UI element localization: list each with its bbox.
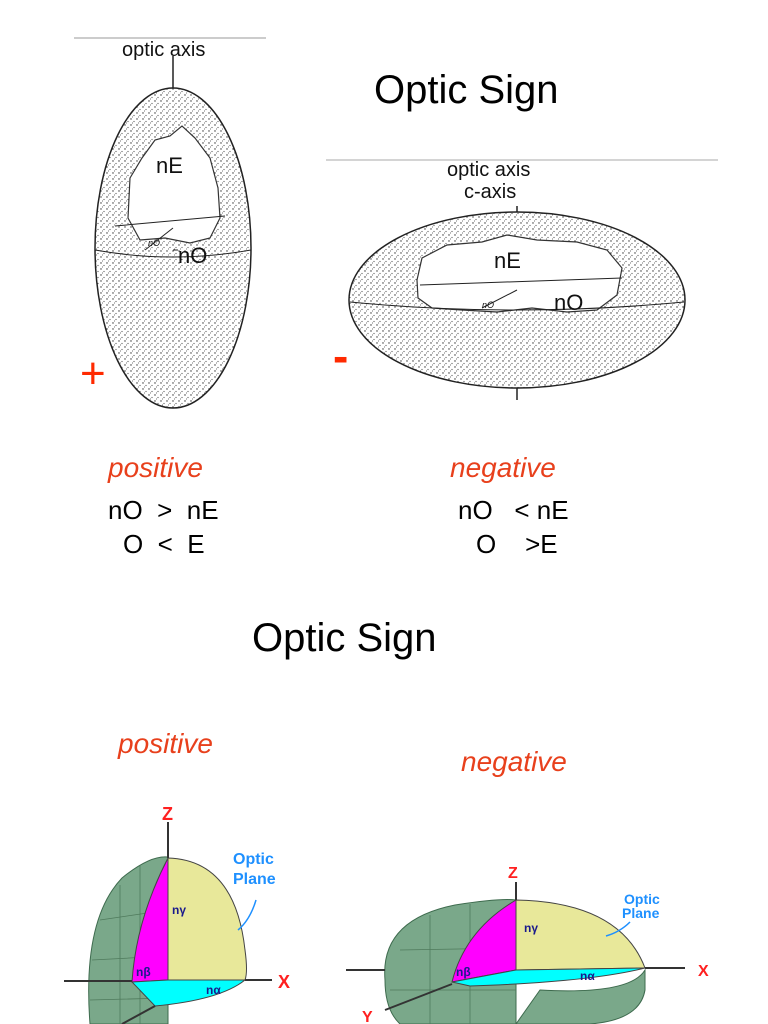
optic-plane-label-4: Plane bbox=[622, 905, 660, 921]
yellow-section bbox=[167, 857, 247, 981]
n-gamma-label: nγ bbox=[172, 903, 186, 917]
positive-relation-1: nO > nE bbox=[108, 495, 219, 525]
slide1-title: Optic Sign bbox=[374, 68, 559, 112]
positive-label: positive bbox=[108, 452, 203, 483]
optic-plane-label-1: Optic bbox=[233, 851, 274, 868]
y-axis-2 bbox=[384, 983, 453, 1011]
n-beta-label: nβ bbox=[136, 965, 151, 979]
y-axis bbox=[121, 1005, 156, 1024]
negative-indicatrix-sketch: nE nO nO optic axis c-axis bbox=[326, 159, 718, 400]
positive-sign: + bbox=[80, 349, 106, 398]
negative-label-2: negative bbox=[461, 746, 567, 777]
n-alpha-label-2: nα bbox=[580, 969, 595, 983]
positive-indicatrix-sketch: nE nO nO optic axis bbox=[74, 37, 266, 409]
cyan-section-2 bbox=[451, 967, 646, 987]
ne-label-2: nE bbox=[494, 248, 521, 273]
y-label-2: Y bbox=[362, 1009, 373, 1024]
optic-axis-label-2: optic axis bbox=[447, 159, 530, 181]
optic-plane-label-2: Plane bbox=[233, 871, 276, 888]
small-no-label: nO bbox=[148, 238, 160, 248]
negative-sign: - bbox=[333, 330, 349, 382]
slide2-title: Optic Sign bbox=[252, 616, 437, 660]
n-beta-label-2: nβ bbox=[456, 965, 471, 979]
n-gamma-label-2: nγ bbox=[524, 921, 538, 935]
no-label: nO bbox=[178, 243, 207, 268]
positive-3d-ellipsoid: Z X Optic Plane nγ nβ nα bbox=[64, 804, 290, 1024]
optic-axis-label: optic axis bbox=[122, 39, 205, 61]
negative-3d-ellipsoid: Z X Y Optic Plane nγ nβ nα bbox=[346, 865, 709, 1024]
x-label: X bbox=[278, 972, 290, 992]
ne-label: nE bbox=[156, 153, 183, 178]
positive-relation-2: O < E bbox=[123, 529, 205, 559]
z-label: Z bbox=[162, 804, 173, 824]
z-label-2: Z bbox=[508, 865, 518, 882]
c-axis-label: c-axis bbox=[464, 181, 516, 203]
optic-plane-label-3: Optic bbox=[624, 891, 660, 907]
x-label-2: X bbox=[698, 963, 709, 980]
cutaway-window bbox=[127, 125, 221, 244]
cutaway-window-2 bbox=[416, 234, 623, 313]
cyan-section bbox=[130, 979, 247, 1007]
positive-label-2: positive bbox=[118, 728, 213, 759]
n-alpha-label: nα bbox=[206, 983, 221, 997]
no-label-2: nO bbox=[554, 290, 583, 315]
small-no-label-2: nO bbox=[482, 300, 494, 310]
negative-relation-1: nO < nE bbox=[458, 495, 569, 525]
negative-relation-2: O >E bbox=[476, 529, 558, 559]
negative-label: negative bbox=[450, 452, 556, 483]
